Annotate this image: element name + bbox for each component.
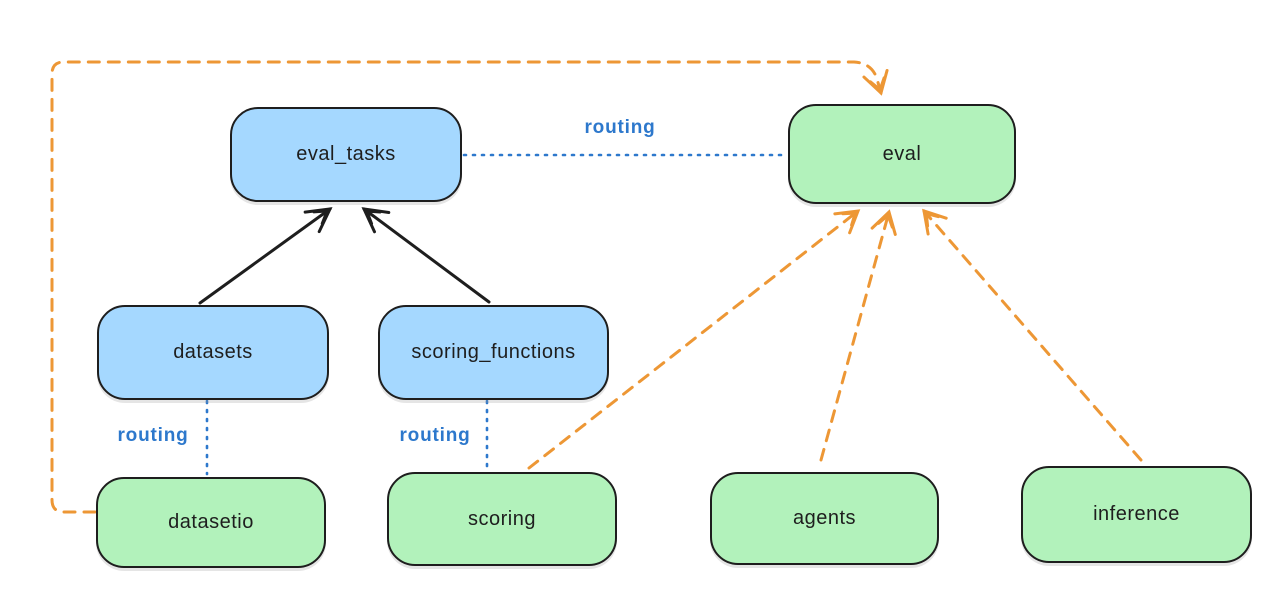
- node-inference: inference: [1021, 466, 1252, 563]
- node-scoring: scoring: [387, 472, 617, 566]
- node-scoring-label: scoring: [468, 507, 536, 530]
- node-eval-tasks-label: eval_tasks: [296, 143, 396, 165]
- edge-label-routing-scoring: routing: [399, 425, 471, 446]
- edge-scoring-to-eval: [527, 209, 861, 470]
- node-datasets: datasets: [97, 305, 329, 400]
- node-datasetio: datasetio: [96, 477, 326, 568]
- edge-label-routing-top: routing: [584, 117, 656, 138]
- edge-scoring-functions-to-eval-tasks: [361, 207, 491, 304]
- node-eval-label: eval: [882, 142, 922, 165]
- node-eval-tasks: eval_tasks: [230, 107, 462, 202]
- edge-label-routing-datasets: routing: [117, 425, 189, 446]
- node-datasetio-label: datasetio: [168, 511, 254, 533]
- node-inference-label: inference: [1093, 503, 1180, 525]
- edge-inference-to-eval: [922, 208, 1143, 462]
- node-scoring-functions-label: scoring_functions: [411, 341, 576, 363]
- edge-agents-to-eval: [819, 209, 897, 462]
- node-datasets-label: datasets: [173, 341, 253, 363]
- node-agents: agents: [710, 472, 939, 565]
- edge-datasetio-to-eval: [50, 60, 889, 514]
- node-eval: eval: [788, 104, 1016, 204]
- edge-datasets-to-eval-tasks: [198, 207, 333, 305]
- node-agents-label: agents: [792, 507, 857, 529]
- node-scoring-functions: scoring_functions: [378, 305, 609, 400]
